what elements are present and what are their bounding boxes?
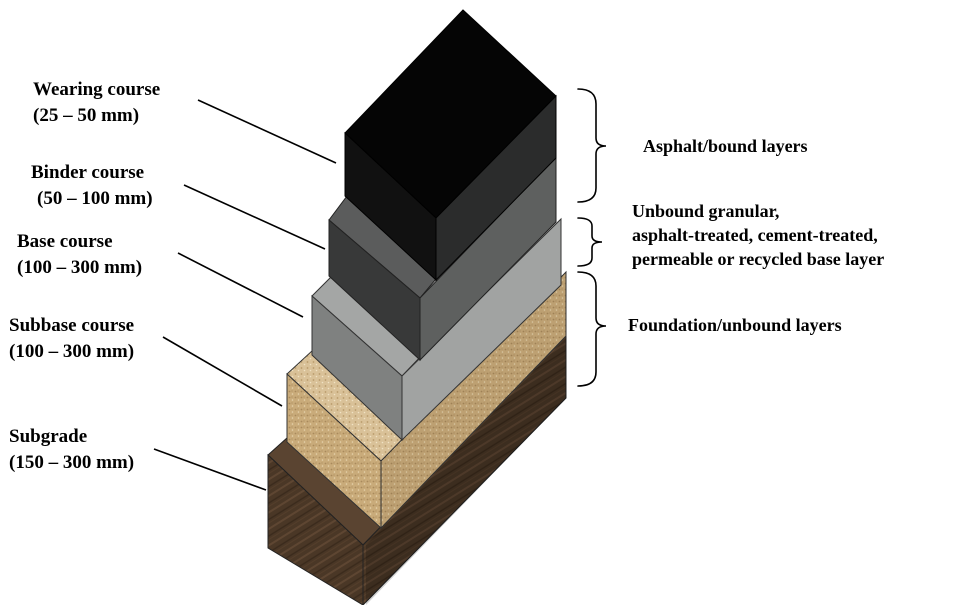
layer-thickness: (25 – 50 mm) [33,105,140,126]
base-leader-line [177,252,304,318]
foundation-brace [577,271,607,387]
layer-name: Base course [17,231,113,252]
layer-name: Wearing course [33,79,161,100]
layer-thickness: (100 – 300 mm) [17,257,143,278]
group-base-layer: Unbound granular, asphalt-treated, cemen… [632,201,885,269]
subgrade-block [267,333,567,605]
base-course-block [311,217,562,442]
layer-thickness: (100 – 300 mm) [9,341,135,362]
wearing-leader-line [197,99,337,164]
label-binder-course: Binder course (50 – 100 mm) [31,160,153,212]
label-subbase-course: Subbase course (100 – 300 mm) [9,313,134,365]
label-wearing-course: Wearing course (25 – 50 mm) [33,77,160,129]
binder-leader-line [183,184,326,250]
wearing-course-block [344,9,557,282]
label-base-course: Base course (100 – 300 mm) [17,229,142,281]
asphalt-brace [577,88,607,203]
layer-name: Subbase course [9,315,135,336]
base-layer-brace [577,217,603,267]
group-foundation-unbound: Foundation/unbound layers [628,315,842,335]
subbase-leader-line [162,336,283,407]
binder-course-block [328,155,557,362]
layer-name: Binder course [31,162,145,183]
subgrade-leader-line [153,448,267,491]
label-subgrade: Subgrade (150 – 300 mm) [9,424,134,476]
layer-thickness: (50 – 100 mm) [37,188,153,209]
layer-thickness: (150 – 300 mm) [9,452,135,473]
subbase-block [286,270,567,530]
layer-name: Subgrade [9,426,88,447]
group-asphalt-bound: Asphalt/bound layers [643,136,808,156]
